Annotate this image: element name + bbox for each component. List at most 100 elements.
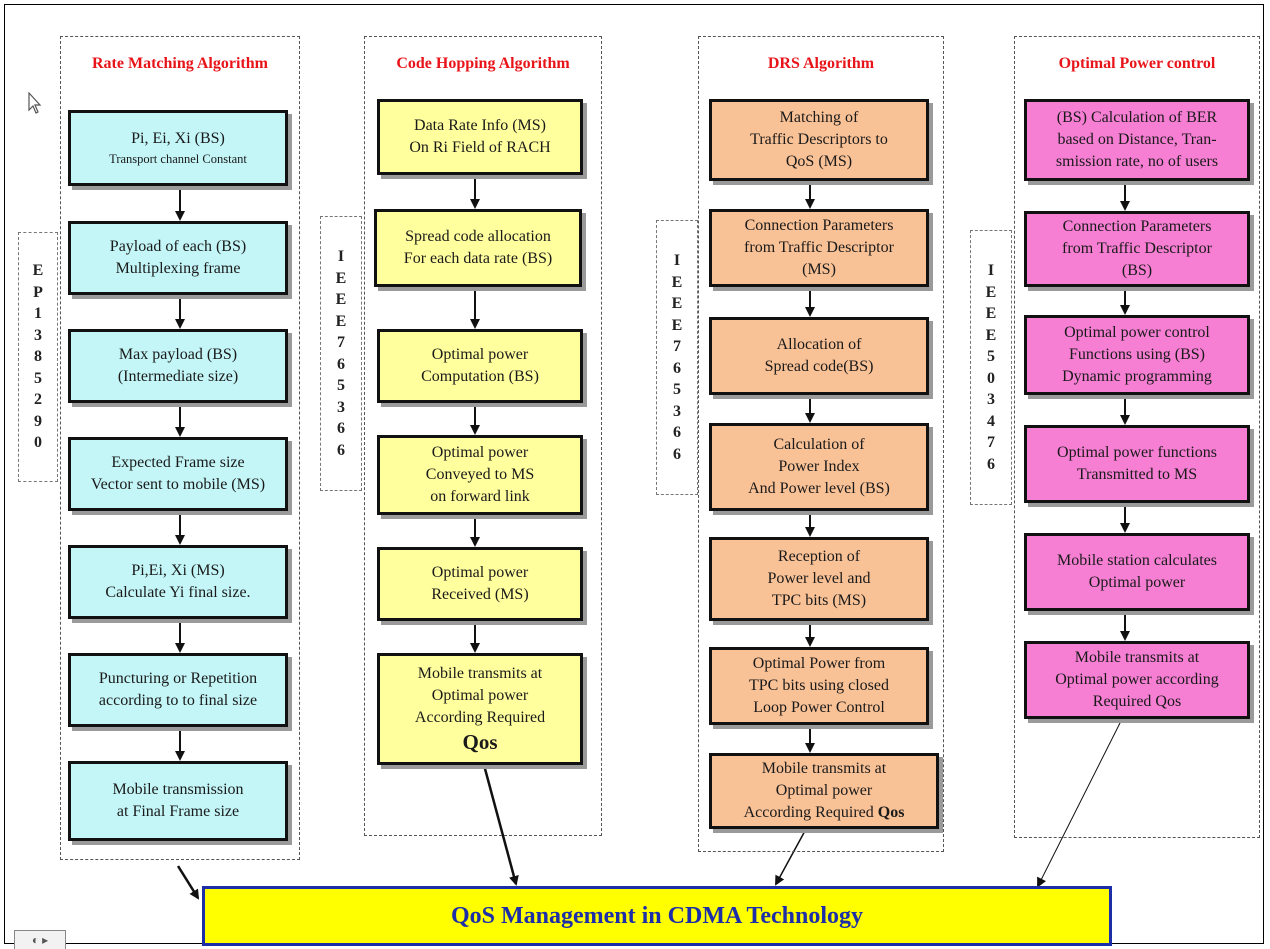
box-line: QoS (MS) xyxy=(785,153,853,170)
box-line: Multiplexing frame xyxy=(115,260,241,277)
box-line: from Traffic Descriptor xyxy=(1062,240,1212,257)
box-line: Optimal power functions xyxy=(1057,444,1217,461)
box-line: For each data rate (BS) xyxy=(403,250,553,267)
box-line: Mobile transmits at xyxy=(761,760,887,777)
rate-box-2: Payload of each (BS) Multiplexing frame xyxy=(68,221,288,295)
tag-char: I xyxy=(673,252,681,269)
tag-char: E xyxy=(335,291,347,308)
tag-char: E xyxy=(335,269,347,287)
box-line: Optimal power xyxy=(431,564,529,581)
tag-char: 6 xyxy=(337,420,345,437)
box-line: Pi,Ei, Xi (MS) xyxy=(131,562,225,579)
tag-char: E xyxy=(671,273,683,291)
box-line: Optimal power xyxy=(775,782,873,799)
tag-char: 0 xyxy=(34,434,42,452)
box-line: (MS) xyxy=(802,261,836,278)
tag-char: 3 xyxy=(673,402,681,420)
code-box-5: Optimal power Received (MS) xyxy=(377,547,583,621)
banner-label: QoS Management in CDMA Technology xyxy=(450,902,864,929)
box-line: Received (MS) xyxy=(431,586,529,603)
box-line: According Required Qos xyxy=(744,802,905,824)
box-line: Payload of each (BS) xyxy=(109,238,247,255)
tag-char: 5 xyxy=(987,348,995,365)
rate-box-5: Pi,Ei, Xi (MS) Calculate Yi final size. xyxy=(68,545,288,619)
box-line: Connection Parameters xyxy=(744,217,894,234)
box-line: Optimal power xyxy=(1088,574,1186,591)
tag-char: E xyxy=(671,316,683,334)
box-line: Optimal power xyxy=(431,346,529,363)
tag-char: 8 xyxy=(34,348,42,366)
box-line: (BS) Calculation of BER xyxy=(1056,109,1218,126)
code-box-4: Optimal power Conveyed to MS on forward … xyxy=(377,435,583,515)
code-hopping-column: Code Hopping Algorithm xyxy=(364,36,602,836)
tag-char: 5 xyxy=(337,377,345,394)
box-line: Mobile station calculates xyxy=(1057,552,1217,569)
tag-char: 6 xyxy=(987,455,995,473)
tag-char: 4 xyxy=(987,412,995,430)
box-line: Dynamic programming xyxy=(1062,368,1212,385)
patent-tag-4: I E E E 5 0 3 4 7 6 xyxy=(970,230,1012,505)
tag-char: 7 xyxy=(987,434,995,451)
tag-char: P xyxy=(33,283,43,301)
box-line: smission rate, no of users xyxy=(1055,153,1219,170)
box-line: Matching of xyxy=(779,109,859,126)
column-title: Optimal Power control xyxy=(1058,55,1216,72)
column-title: Rate Matching Algorithm xyxy=(92,55,268,72)
rate-box-1: Pi, Ei, Xi (BS) Transport channel Consta… xyxy=(68,110,288,186)
tag-char: 3 xyxy=(34,326,42,344)
code-box-2: Spread code allocation For each data rat… xyxy=(374,209,582,287)
tag-char: 0 xyxy=(987,369,995,387)
box-line: Conveyed to MS xyxy=(425,466,535,483)
opc-box-5: Mobile station calculates Optimal power xyxy=(1024,533,1250,611)
opc-box-1: (BS) Calculation of BER based on Distanc… xyxy=(1024,99,1250,181)
tag-char: 2 xyxy=(34,391,42,409)
box-line: Transmitted to MS xyxy=(1076,466,1198,483)
box-line: Optimal power control xyxy=(1064,324,1210,341)
box-line: Power Index xyxy=(778,458,860,475)
box-line: Mobile transmits at xyxy=(1074,649,1200,666)
tag-char: I xyxy=(987,262,995,279)
mouse-cursor-icon xyxy=(28,92,42,114)
tag-char: 5 xyxy=(673,381,681,398)
box-line: Puncturing or Repetition xyxy=(98,670,258,687)
tag-char: E xyxy=(32,262,44,280)
rate-box-3: Max payload (BS) (Intermediate size) xyxy=(68,329,288,403)
tag-char: 1 xyxy=(34,305,42,323)
tag-char: 6 xyxy=(337,441,345,459)
box-line: (Intermediate size) xyxy=(117,368,239,385)
box-line: from Traffic Descriptor xyxy=(744,239,894,256)
box-line: And Power level (BS) xyxy=(748,480,890,497)
rate-box-4: Expected Frame size Vector sent to mobil… xyxy=(68,437,288,511)
box-line: Connection Parameters xyxy=(1062,218,1212,235)
drs-box-3: Allocation of Spread code(BS) xyxy=(709,317,929,395)
box-line: Loop Power Control xyxy=(753,699,885,716)
box-line: Mobile transmits at xyxy=(417,665,543,682)
tag-char: E xyxy=(671,295,683,312)
box-line: Optimal power xyxy=(431,444,529,461)
tag-char: E xyxy=(985,326,997,344)
box-line: Traffic Descriptors to xyxy=(750,131,888,148)
drs-box-7: Mobile transmits at Optimal power Accord… xyxy=(709,753,939,829)
drs-box-4: Calculation of Power Index And Power lev… xyxy=(709,423,929,511)
box-line: Optimal Power from xyxy=(752,655,886,672)
box-line: Required Qos xyxy=(1092,693,1182,710)
tag-char: 6 xyxy=(673,359,681,377)
box-line: Max payload (BS) xyxy=(118,346,238,363)
tag-char: 7 xyxy=(673,338,681,355)
box-line: Optimal power according xyxy=(1055,671,1219,688)
opc-box-3: Optimal power control Functions using (B… xyxy=(1024,315,1250,395)
box-line: On Ri Field of RACH xyxy=(409,139,551,156)
tag-char: E xyxy=(985,283,997,301)
box-line: Computation (BS) xyxy=(421,368,539,385)
qos-management-banner: QoS Management in CDMA Technology xyxy=(202,886,1112,946)
drs-box-1: Matching of Traffic Descriptors to QoS (… xyxy=(709,99,929,181)
patent-tag-1: E P 1 3 8 5 2 9 0 xyxy=(18,232,58,482)
window-corner-widget[interactable]: ◐ ▸ xyxy=(14,930,66,949)
box-line: Spread code allocation xyxy=(405,228,551,245)
box-line: Pi, Ei, Xi (BS) xyxy=(131,130,225,147)
box-line-bold: Qos xyxy=(877,804,905,821)
tag-char: E xyxy=(985,305,997,322)
box-line: Data Rate Info (MS) xyxy=(414,117,546,134)
opc-box-2: Connection Parameters from Traffic Descr… xyxy=(1024,211,1250,287)
